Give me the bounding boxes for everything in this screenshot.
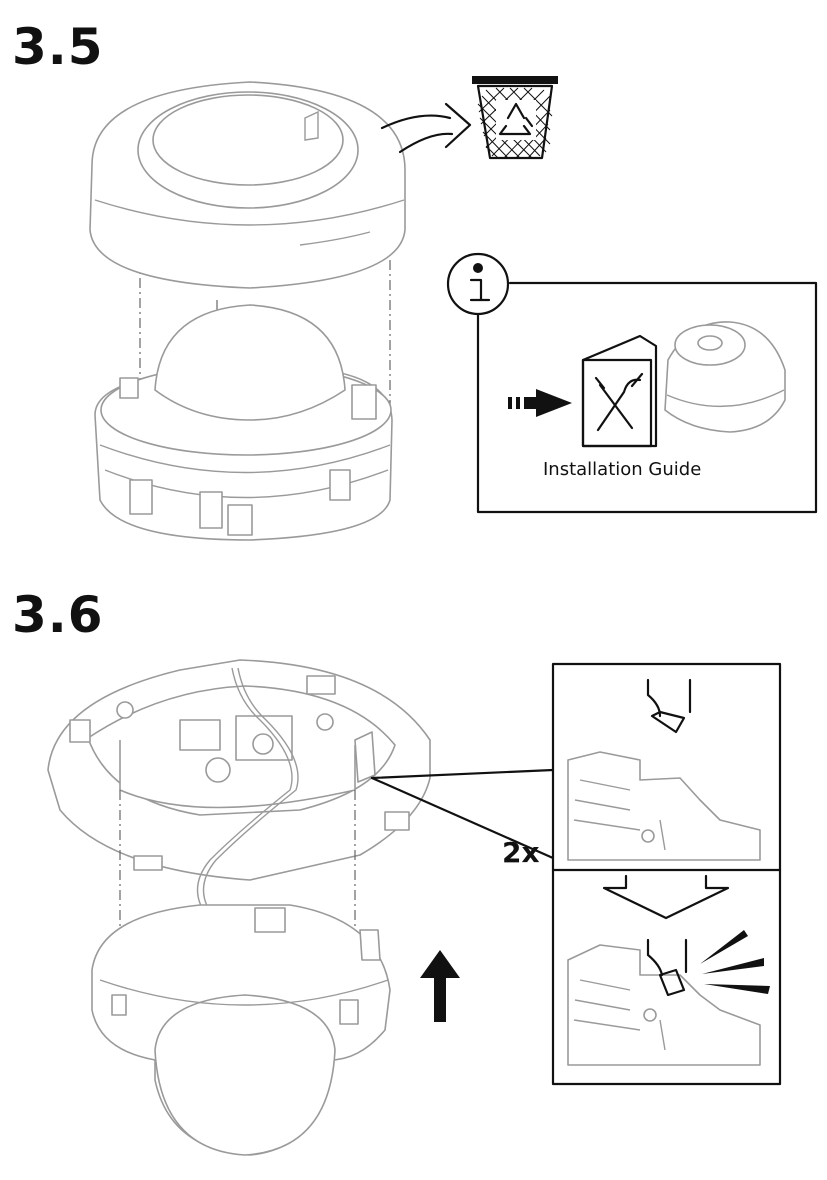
dashed-arrow-icon (508, 389, 572, 417)
tools-book-icon (581, 334, 658, 448)
detail-pointer (370, 768, 555, 860)
camera-cover (89, 81, 406, 289)
detail-box (551, 662, 782, 1086)
repeat-count-label: 2x (502, 836, 540, 869)
arrow-down-icon (602, 874, 730, 920)
camera-unit (91, 904, 391, 1156)
arrow-up-icon (420, 950, 460, 1022)
detail-before (567, 678, 761, 861)
camera-base (94, 304, 393, 541)
info-icon (469, 263, 491, 302)
installation-guide-label: Installation Guide (543, 459, 702, 480)
arrow-right-icon (380, 102, 472, 154)
snap-lines-icon (700, 930, 770, 994)
step-number-3-5: 3.5 (12, 18, 104, 76)
camera-product (664, 321, 786, 433)
mounting-bracket (47, 659, 431, 881)
recycle-symbol-icon (496, 100, 536, 140)
detail-after (567, 930, 770, 1066)
step-number-3-6: 3.6 (12, 586, 104, 644)
recycle-bin-icon (472, 76, 558, 160)
info-callout-box (446, 252, 818, 514)
